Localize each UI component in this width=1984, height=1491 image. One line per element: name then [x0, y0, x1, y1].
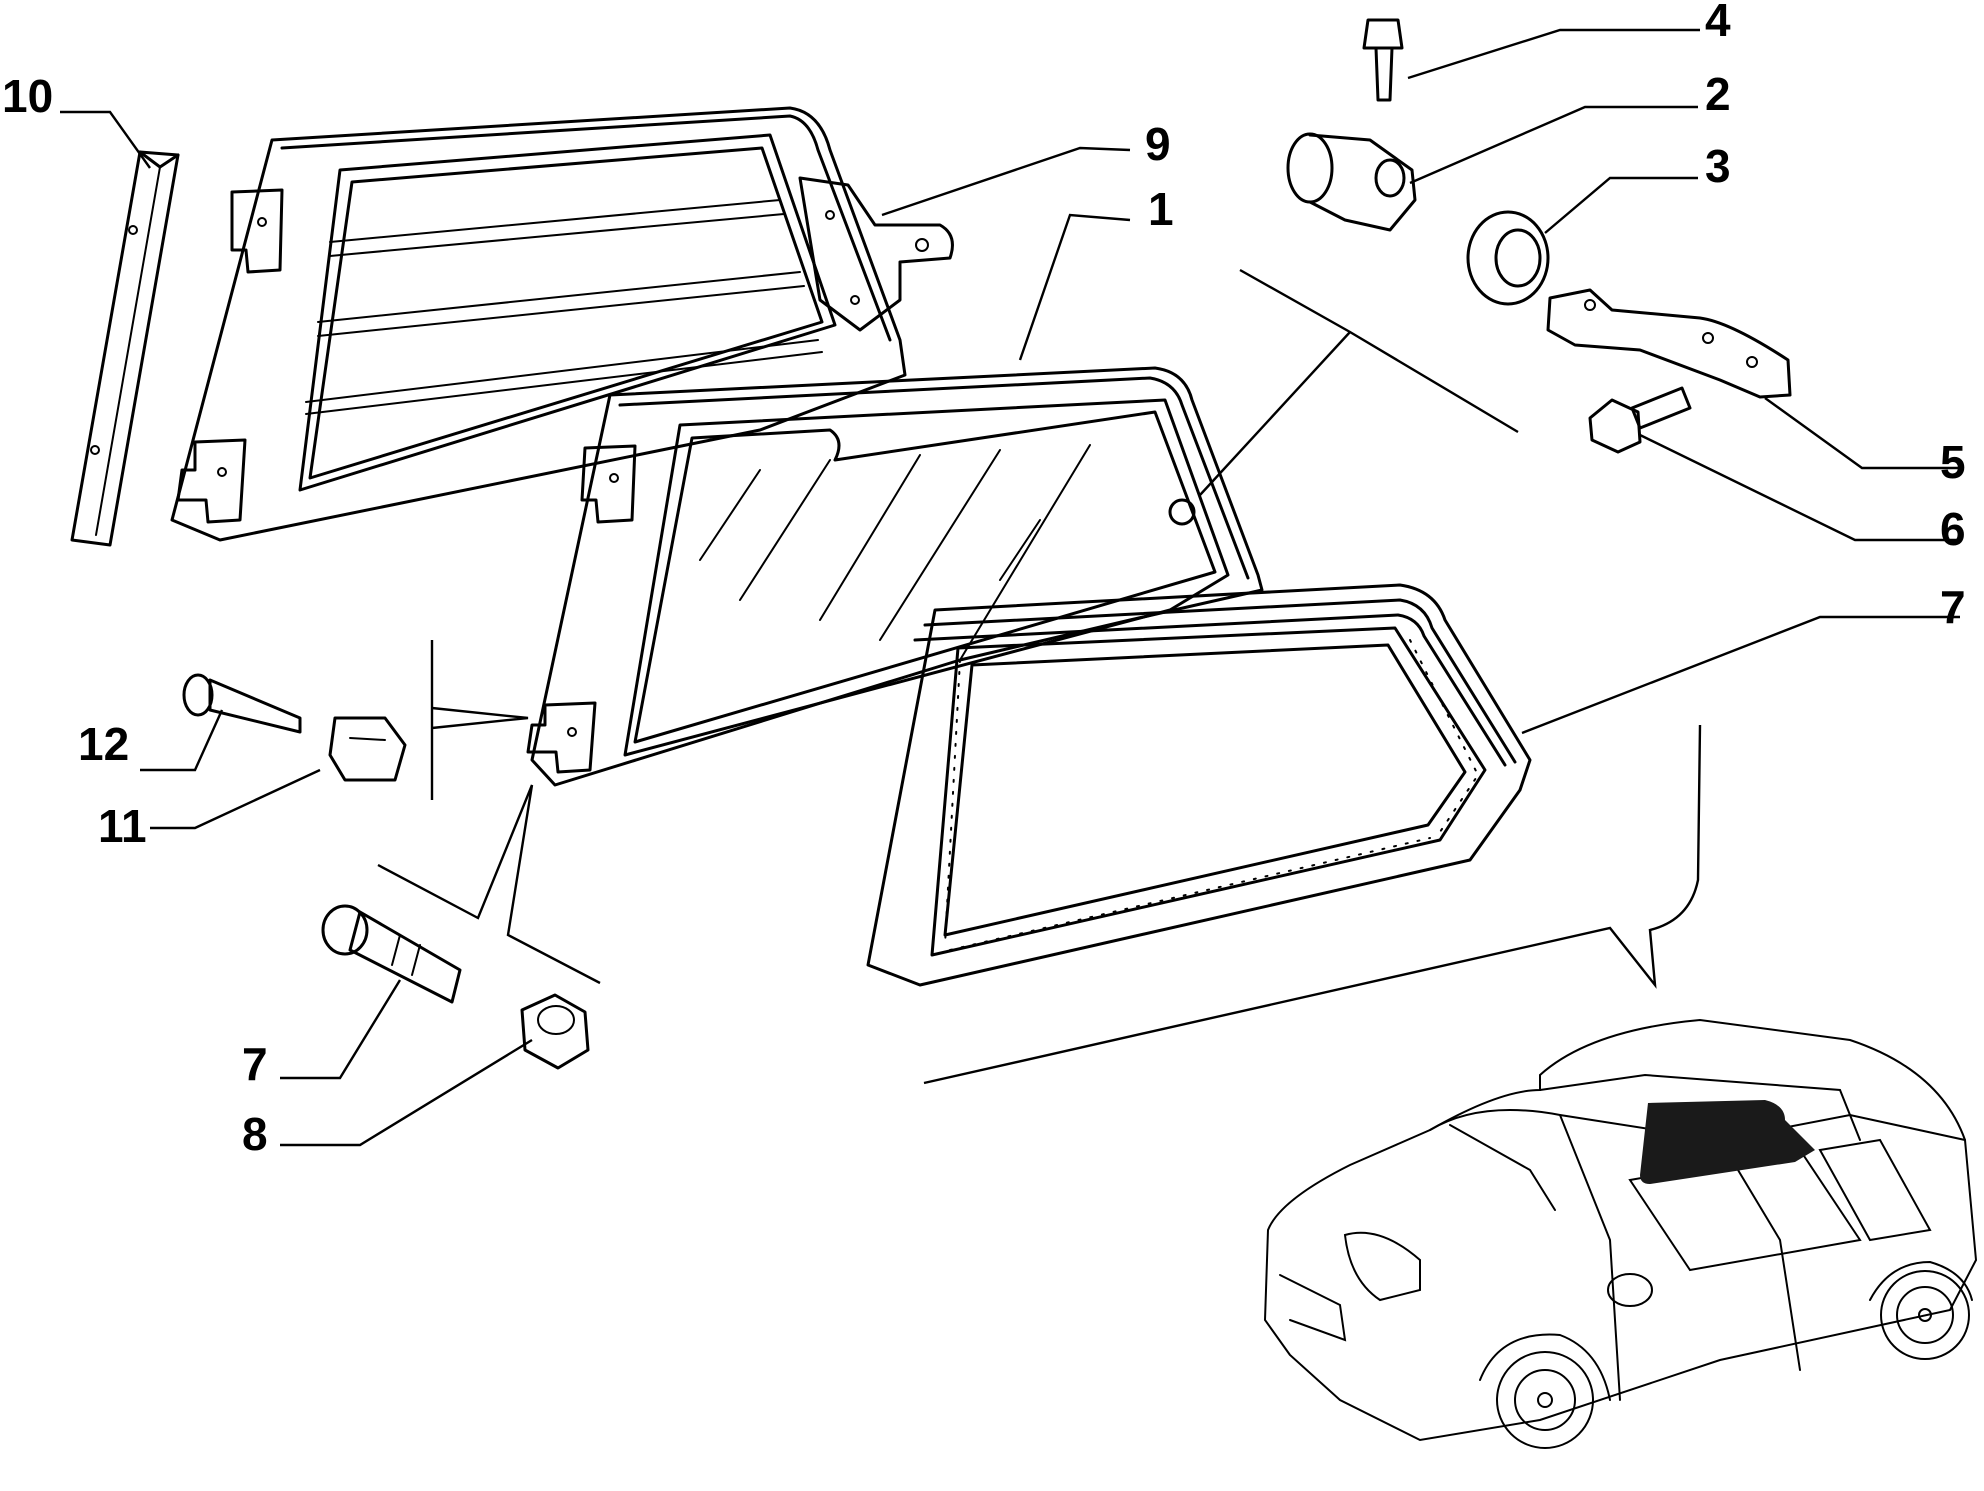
part-4-screw — [1362, 18, 1404, 102]
callout-4: 4 — [1705, 0, 1731, 46]
callout-3: 3 — [1705, 140, 1731, 192]
callout-10: 9 — [1145, 118, 1171, 170]
part-2-pivot-housing — [1286, 132, 1417, 232]
part-11-trim-strip — [70, 150, 180, 547]
part-3-washer — [1466, 210, 1550, 306]
part-10-louvered-frame — [170, 106, 954, 542]
highlighted-rear-side-window — [1640, 1100, 1815, 1184]
callout-5: 5 — [1940, 436, 1966, 488]
callout-1: 1 — [1148, 183, 1174, 235]
callout-11: 10 — [2, 70, 53, 122]
callout-7-upper: 6 — [1940, 503, 1966, 555]
callout-labels: 10 9 1 4 2 3 5 6 7 12 11 7 8 — [2, 0, 1966, 1160]
part-7-bolt-lower — [321, 904, 462, 1004]
part-5-bracket — [1546, 288, 1792, 399]
callout-9: 11 — [98, 800, 147, 852]
callout-2: 2 — [1705, 68, 1731, 120]
part-1-side-window-glass — [526, 366, 1264, 787]
leader-lines — [60, 28, 1960, 1147]
part-9-clip — [328, 716, 407, 782]
callout-7-lower: 7 — [242, 1038, 268, 1090]
part-12-self-tapping-screw — [182, 673, 302, 734]
car-location-illustration — [1263, 1018, 1978, 1449]
part-6-window-seal — [866, 583, 1532, 987]
callout-6: 7 — [1940, 581, 1966, 633]
callout-12: 12 — [78, 718, 129, 770]
part-8-nut — [520, 993, 590, 1070]
part-7-bolt-upper — [1588, 386, 1692, 454]
callout-8: 8 — [242, 1108, 268, 1160]
